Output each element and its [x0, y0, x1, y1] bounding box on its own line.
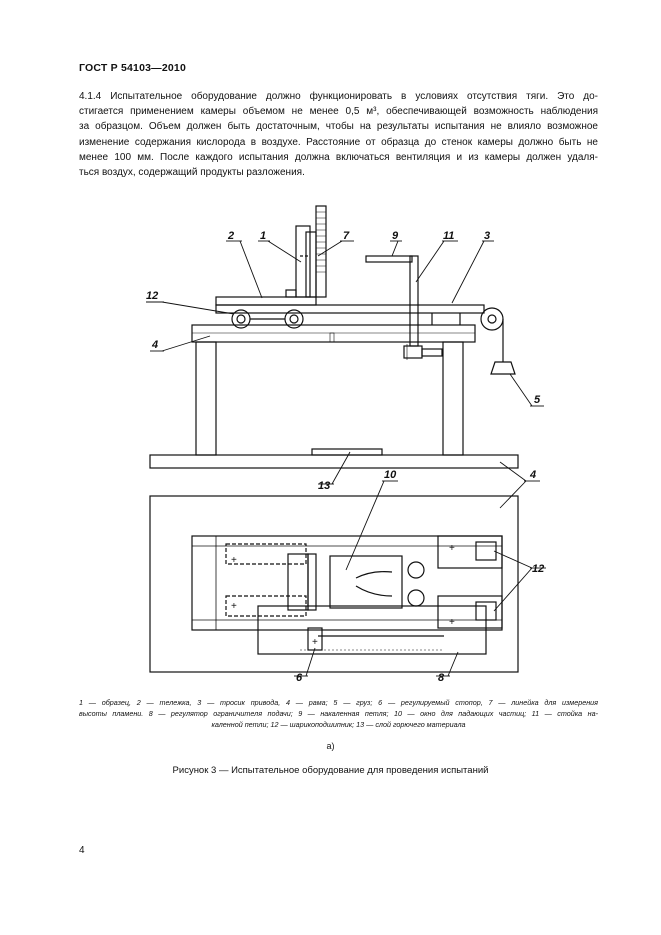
label-6: 6 [296, 672, 303, 684]
svg-text:+: + [231, 601, 237, 612]
label-13: 13 [318, 480, 330, 492]
legend-line: 1 — образец, 2 — тележка, 3 — тросик при… [79, 698, 598, 707]
clause-paragraph: 4.1.4 Испытательное оборудование должно … [79, 89, 598, 180]
label-10: 10 [384, 469, 397, 481]
figure-legend: 1 — образец, 2 — тележка, 3 — тросик при… [79, 697, 598, 730]
test-equipment-drawing: + + + + + 2 1 7 9 11 3 12 4 5 13 10 4 [146, 205, 546, 684]
label-11: 11 [443, 230, 454, 242]
label-1: 1 [260, 230, 266, 242]
svg-text:+: + [312, 637, 318, 648]
paragraph-line: за образцом. Объем должен быть достаточн… [79, 121, 598, 133]
legend-line: высоты пламени. 8 — регулятор ограничите… [79, 709, 598, 718]
label-8: 8 [438, 672, 445, 684]
svg-text:+: + [231, 555, 237, 566]
svg-text:+: + [449, 617, 455, 628]
paragraph-line: 4.1.4 Испытательное оборудование должно … [79, 91, 598, 102]
paragraph-line: изменение содержания кислорода в воздухе… [79, 136, 598, 148]
label-7: 7 [343, 230, 350, 242]
subfigure-label: а) [326, 741, 335, 751]
label-4-plan: 4 [529, 469, 536, 481]
standard-header: ГОСТ Р 54103—2010 [79, 62, 187, 74]
label-12-plan: 12 [532, 563, 544, 575]
svg-text:+: + [449, 543, 455, 554]
label-4-top: 4 [151, 339, 158, 351]
page-number: 4 [79, 845, 85, 856]
label-9: 9 [392, 230, 399, 242]
paragraph-line: стигается применением камеры объемом не … [79, 106, 598, 118]
label-3: 3 [484, 230, 490, 242]
figure-caption: Рисунок 3 — Испытательное оборудование д… [172, 765, 489, 776]
label-12-top: 12 [146, 290, 158, 302]
label-2: 2 [227, 230, 234, 242]
legend-line: каленной петли; 12 — шарикоподшипник; 13… [211, 720, 466, 729]
paragraph-line: ться воздух, содержащий продукты разложе… [79, 167, 305, 179]
label-5: 5 [534, 394, 541, 406]
paragraph-line: менее 100 мм. После каждого испытания до… [79, 151, 598, 163]
